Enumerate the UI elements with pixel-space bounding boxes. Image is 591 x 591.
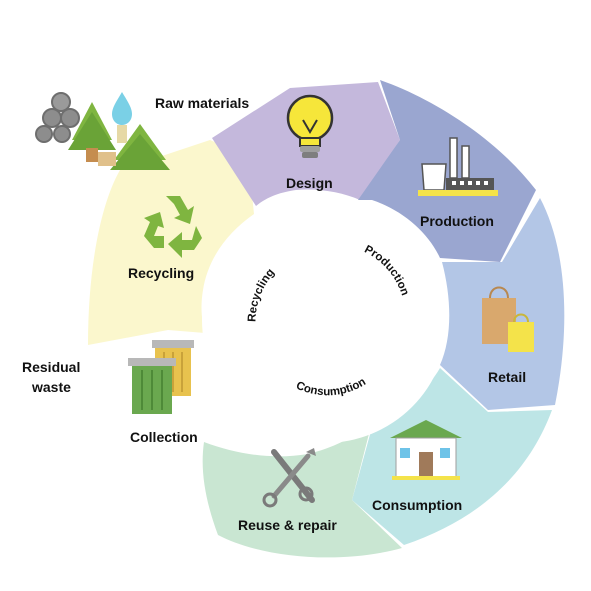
water-drop-icon — [112, 92, 132, 143]
lightbulb-icon — [286, 94, 334, 158]
label-consumption: Consumption — [372, 497, 462, 513]
label-production: Production — [420, 213, 494, 229]
label-design: Design — [286, 175, 333, 191]
center-hub — [202, 197, 448, 443]
label-residual-waste-line1: Residual — [22, 359, 80, 375]
tree-icon — [68, 102, 170, 170]
label-raw-materials: Raw materials — [155, 95, 249, 111]
trash-bins-icon — [128, 340, 194, 414]
house-icon — [390, 420, 462, 480]
label-recycling: Recycling — [128, 265, 194, 281]
label-retail: Retail — [488, 369, 526, 385]
label-reuse-repair: Reuse & repair — [238, 517, 337, 533]
tools-icon — [262, 448, 316, 508]
label-residual-waste-line2: waste — [31, 379, 71, 395]
factory-icon — [418, 137, 498, 196]
segment-production — [358, 80, 536, 262]
shopping-bags-icon — [482, 286, 534, 352]
logs-icon — [35, 92, 80, 143]
label-collection: Collection — [130, 429, 198, 445]
recycle-icon — [144, 196, 202, 258]
